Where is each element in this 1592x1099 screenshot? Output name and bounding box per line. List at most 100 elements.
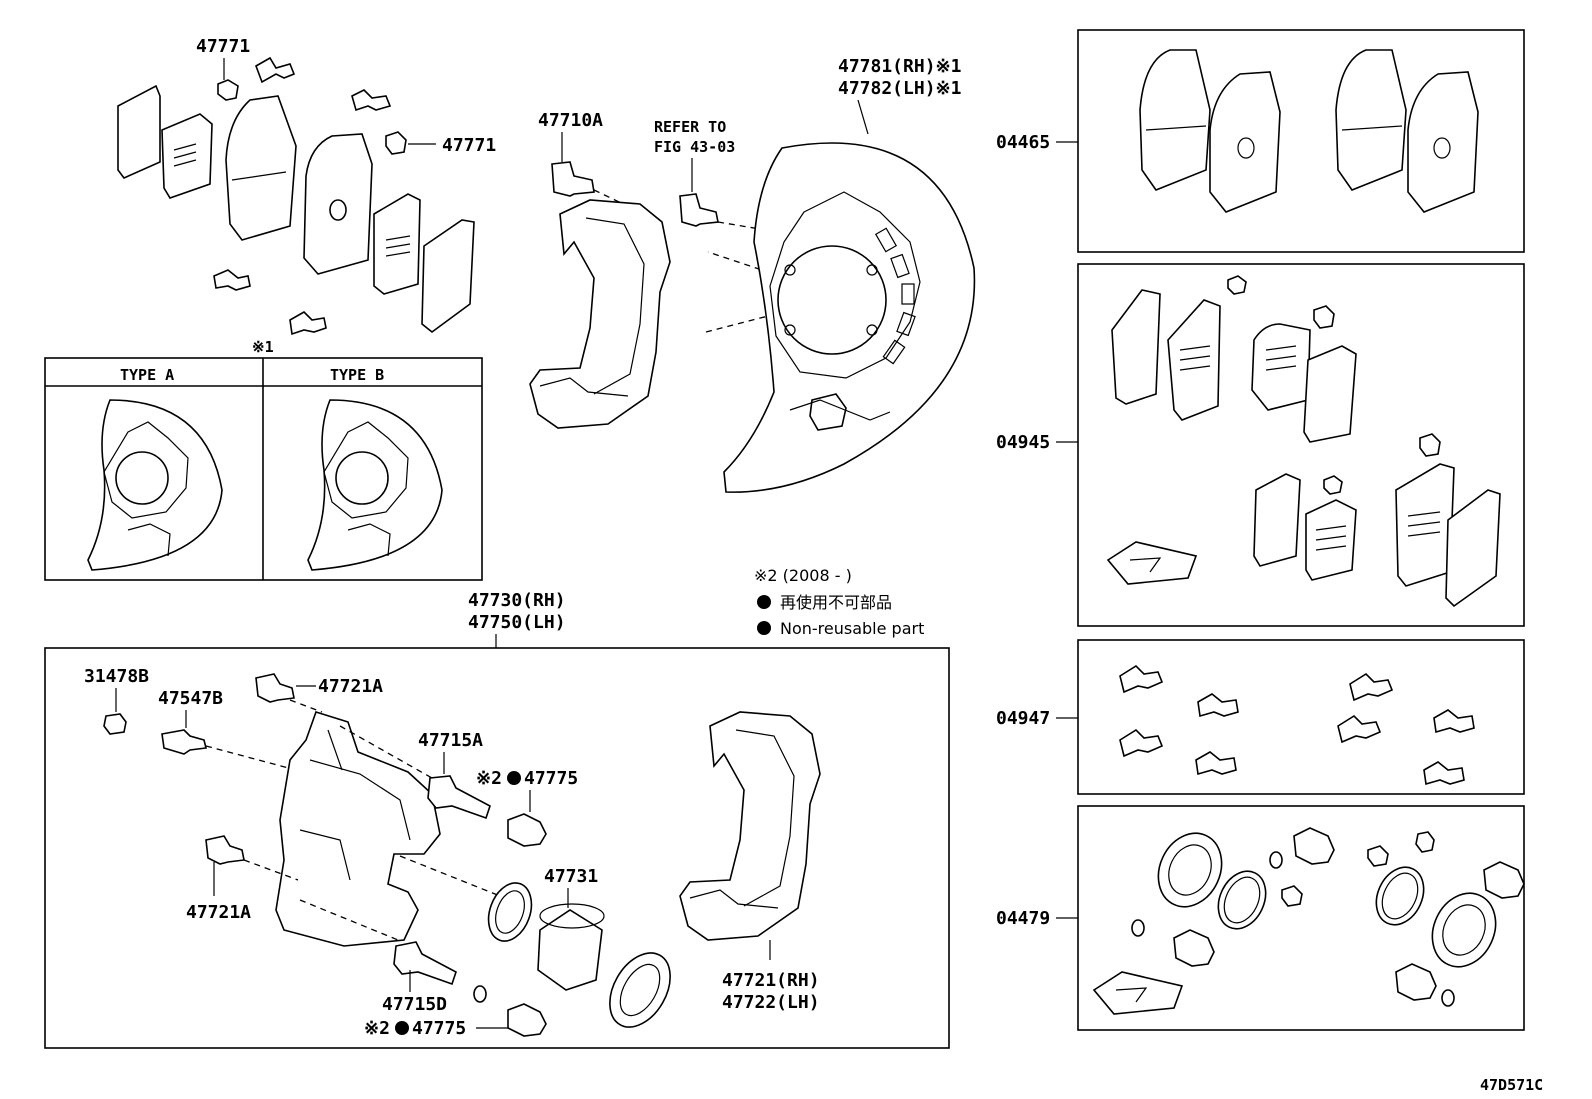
anti-squeal-clip-6[interactable] — [1337, 714, 1382, 744]
caliper-mounting-bracket[interactable] — [529, 199, 671, 429]
label-47771-top: 47771 — [196, 36, 250, 57]
bleeder-plug-47547b[interactable] — [161, 729, 207, 755]
inner-shim-1[interactable] — [373, 193, 421, 295]
outer-shim-2[interactable] — [161, 113, 213, 199]
label-31478b: 31478B — [84, 666, 149, 687]
anti-squeal-clip-2[interactable] — [1197, 693, 1239, 718]
pad-clip-small-2[interactable] — [385, 131, 407, 155]
seal-kit-cap-2[interactable] — [1367, 845, 1389, 867]
label-04479: 04479 — [996, 908, 1050, 929]
seal-kit-bush-2[interactable] — [1415, 831, 1435, 853]
note2-mark-bottom: ※2 — [364, 1018, 390, 1039]
note2-japanese: 再使用不可部品 — [780, 593, 892, 612]
seal-kit-boot-2[interactable] — [1421, 883, 1507, 977]
shim-kit-1[interactable] — [1111, 289, 1161, 405]
slide-pin-47715d[interactable] — [393, 941, 457, 986]
pad-kit-pad-3[interactable] — [1335, 49, 1407, 191]
label-47547b: 47547B — [158, 688, 223, 709]
seal-kit-cap-1[interactable] — [1281, 885, 1303, 907]
caliper-cylinder-body[interactable] — [275, 711, 441, 947]
shim-kit-5[interactable] — [1253, 473, 1301, 567]
grease-packet-1[interactable] — [1106, 541, 1198, 585]
seal-kit-boot-1[interactable] — [1147, 823, 1233, 917]
pad-clip-c[interactable] — [213, 269, 251, 291]
label-04945: 04945 — [996, 432, 1050, 453]
pad-clip-a[interactable] — [255, 56, 296, 84]
label-04465: 04465 — [996, 132, 1050, 153]
seal-kit-pin-boot-2[interactable] — [1483, 861, 1525, 899]
shim-kit-clip-2[interactable] — [1313, 305, 1335, 329]
seal-kit-pin-boot-4[interactable] — [1395, 963, 1437, 1001]
shim-kit-3[interactable] — [1251, 323, 1311, 411]
label-47781: 47781(RH)※1 — [838, 56, 961, 77]
anti-squeal-clip-7[interactable] — [1433, 709, 1475, 734]
bleeder-cap-31478b[interactable] — [103, 713, 127, 735]
label-47715a: 47715A — [418, 730, 483, 751]
kit-04479: 04479 — [996, 805, 1525, 1031]
dust-cover-bolt[interactable] — [679, 193, 719, 227]
label-47721a-bottom: 47721A — [186, 902, 251, 923]
anti-squeal-clip-5[interactable] — [1349, 672, 1394, 702]
label-47721rh: 47721(RH) — [722, 970, 820, 991]
shim-kit-clip-1[interactable] — [1227, 275, 1247, 295]
shim-kit-7[interactable] — [1395, 463, 1455, 587]
caliper-bracket-47721[interactable] — [679, 711, 821, 941]
pad-clip-small[interactable] — [217, 79, 239, 101]
bushing-small[interactable] — [473, 985, 487, 1003]
seal-kit-pin-boot-1[interactable] — [1293, 827, 1335, 865]
note2-mark-top: ※2 — [476, 768, 502, 789]
dust-cover-group: REFER TO FIG 43-03 47781(RH)※1 47782(LH)… — [654, 56, 976, 493]
slide-pin-boot-47775-top[interactable] — [507, 813, 547, 847]
caliper-piston-47731[interactable] — [537, 909, 603, 991]
mounting-bracket-group: 47710A — [529, 110, 671, 429]
label-47730: 47730(RH) — [468, 590, 566, 611]
outer-shim-1[interactable] — [117, 84, 161, 179]
shim-kit-4[interactable] — [1303, 345, 1357, 443]
slide-pin-47715a[interactable] — [427, 775, 491, 820]
pad-kit-pad-2[interactable] — [1209, 71, 1281, 213]
anti-squeal-clip-3[interactable] — [1119, 728, 1164, 758]
note2-legend: ※2 (2008 - ) 再使用不可部品 Non-reusable part — [754, 566, 924, 638]
note1-mark: ※1 — [252, 338, 274, 356]
shim-kit-6[interactable] — [1305, 499, 1357, 581]
label-47750: 47750(LH) — [468, 612, 566, 633]
bushing-bolt-47721a-bottom[interactable] — [205, 835, 245, 865]
label-04947: 04947 — [996, 708, 1050, 729]
pad-clip-b[interactable] — [351, 89, 392, 112]
bracket-bolt-47710a[interactable] — [551, 161, 595, 197]
anti-squeal-clip-1[interactable] — [1119, 664, 1164, 694]
seal-kit-ring-1[interactable] — [1209, 864, 1274, 937]
seal-kit-ring-2[interactable] — [1367, 860, 1432, 933]
seal-kit-bush-3[interactable] — [1131, 919, 1145, 937]
shim-kit-clip-4[interactable] — [1323, 475, 1343, 495]
label-47731: 47731 — [544, 866, 598, 887]
piston-seal[interactable] — [481, 877, 539, 947]
piston-dust-boot[interactable] — [597, 942, 682, 1037]
pad-clip-d[interactable] — [289, 311, 327, 336]
slide-pin-boot-47775-bottom[interactable] — [507, 1003, 547, 1037]
pad-kit-pad-4[interactable] — [1407, 71, 1479, 213]
pad-kit-pad-1[interactable] — [1139, 49, 1211, 191]
grease-packet-2[interactable] — [1092, 971, 1184, 1015]
label-47782: 47782(LH)※1 — [838, 78, 961, 99]
inner-shim-2[interactable] — [421, 219, 475, 334]
label-47710a: 47710A — [538, 110, 603, 131]
bushing-bolt-47721a-top[interactable] — [255, 673, 295, 703]
shim-kit-clip-3[interactable] — [1419, 433, 1441, 457]
anti-squeal-clip-4[interactable] — [1195, 751, 1237, 776]
type-b-label: TYPE B — [330, 366, 384, 384]
anti-squeal-clip-8[interactable] — [1423, 761, 1465, 786]
kit-04945: 04945 — [996, 263, 1525, 627]
brake-pad-outer[interactable] — [225, 95, 297, 241]
dust-cover-type-b — [307, 399, 443, 571]
type-a-label: TYPE A — [120, 366, 174, 384]
seal-kit-pin-boot-3[interactable] — [1173, 929, 1215, 967]
note2-english: Non-reusable part — [780, 619, 924, 638]
figure-code: 47D571C — [1480, 1076, 1543, 1094]
pad-shim-exploded-group: 47771 47771 — [117, 36, 496, 336]
shim-kit-2[interactable] — [1167, 299, 1221, 421]
label-47722lh: 47722(LH) — [722, 992, 820, 1013]
seal-kit-bush-1[interactable] — [1269, 851, 1283, 869]
seal-kit-bush-4[interactable] — [1441, 989, 1455, 1007]
shim-kit-8[interactable] — [1445, 489, 1501, 608]
